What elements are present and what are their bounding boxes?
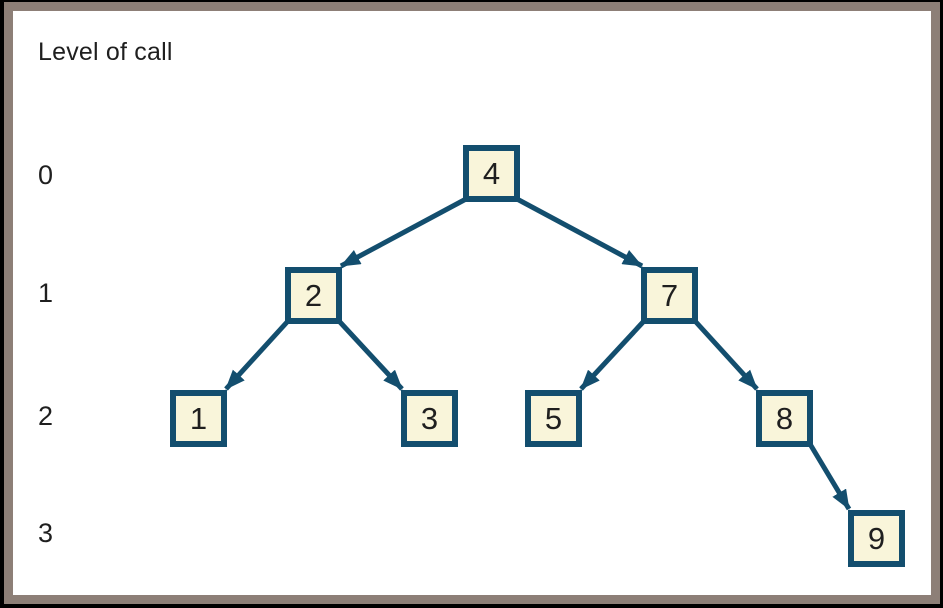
- tree-edges: [224, 196, 852, 511]
- edge-arrow-4-7: [515, 196, 644, 269]
- tree-node-8: 8: [756, 390, 813, 447]
- level-label-2: 2: [38, 401, 54, 431]
- edge-arrow-2-1: [224, 319, 290, 391]
- edge-arrow-7-8: [693, 319, 759, 391]
- level-label-1: 1: [38, 278, 54, 308]
- diagram-title: Level of call: [38, 38, 173, 66]
- tree-node-4: 4: [463, 145, 520, 202]
- tree-node-1: 1: [170, 390, 227, 447]
- tree-node-5: 5: [525, 390, 582, 447]
- level-label-3: 3: [38, 518, 54, 548]
- tree-node-3: 3: [401, 390, 458, 447]
- level-label-0: 0: [38, 160, 54, 190]
- tree-node-2: 2: [285, 267, 342, 324]
- edge-arrow-7-5: [579, 319, 646, 391]
- edge-arrow-4-2: [339, 196, 468, 269]
- tree-node-9: 9: [848, 510, 905, 567]
- tree-node-7: 7: [641, 267, 698, 324]
- figure-frame: [4, 2, 940, 604]
- edge-arrow-8-9: [807, 442, 852, 511]
- edge-arrow-2-3: [337, 319, 404, 391]
